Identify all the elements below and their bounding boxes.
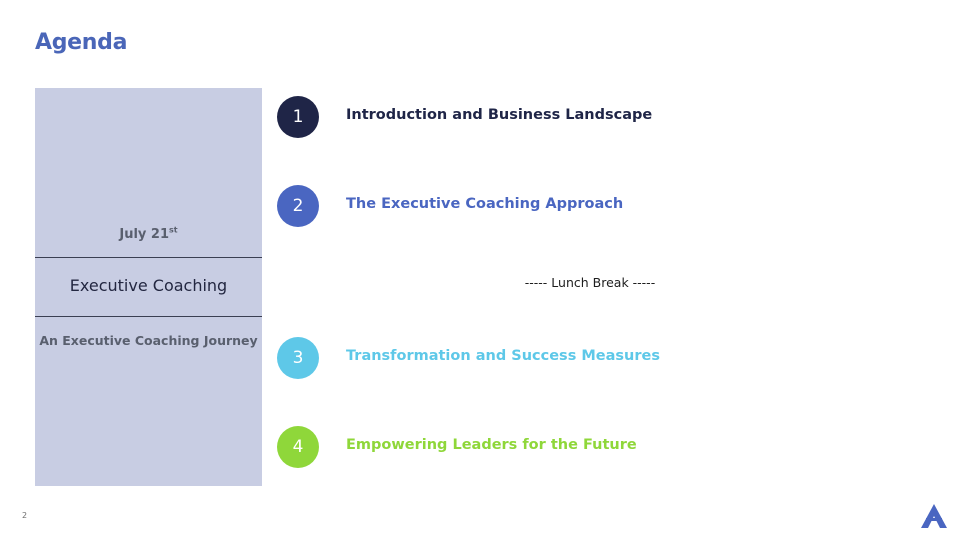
agenda-item-label: Transformation and Success Measures bbox=[346, 348, 660, 364]
slide-title: Agenda bbox=[35, 30, 128, 55]
agenda-item-label: Empowering Leaders for the Future bbox=[346, 437, 637, 453]
agenda-number-badge: 3 bbox=[277, 337, 319, 379]
agenda-number-badge: 1 bbox=[277, 96, 319, 138]
event-date: July 21st bbox=[35, 225, 262, 242]
agenda-item-label: Introduction and Business Landscape bbox=[346, 107, 653, 123]
event-info-panel: July 21st Executive Coaching An Executiv… bbox=[35, 88, 262, 486]
agenda-number-badge: 2 bbox=[277, 185, 319, 227]
event-date-suffix: st bbox=[169, 225, 178, 235]
triangle-a-logo-icon bbox=[921, 504, 947, 528]
lunch-break-note: ----- Lunch Break ----- bbox=[524, 275, 656, 290]
event-date-main: July 21 bbox=[119, 227, 170, 242]
event-subtitle: An Executive Coaching Journey bbox=[39, 333, 258, 348]
panel-divider-top bbox=[35, 257, 262, 258]
event-name: Executive Coaching bbox=[69, 276, 228, 295]
panel-divider-bottom bbox=[35, 316, 262, 317]
page-number: 2 bbox=[22, 511, 28, 520]
agenda-number-badge: 4 bbox=[277, 426, 319, 468]
agenda-item-label: The Executive Coaching Approach bbox=[346, 196, 624, 212]
